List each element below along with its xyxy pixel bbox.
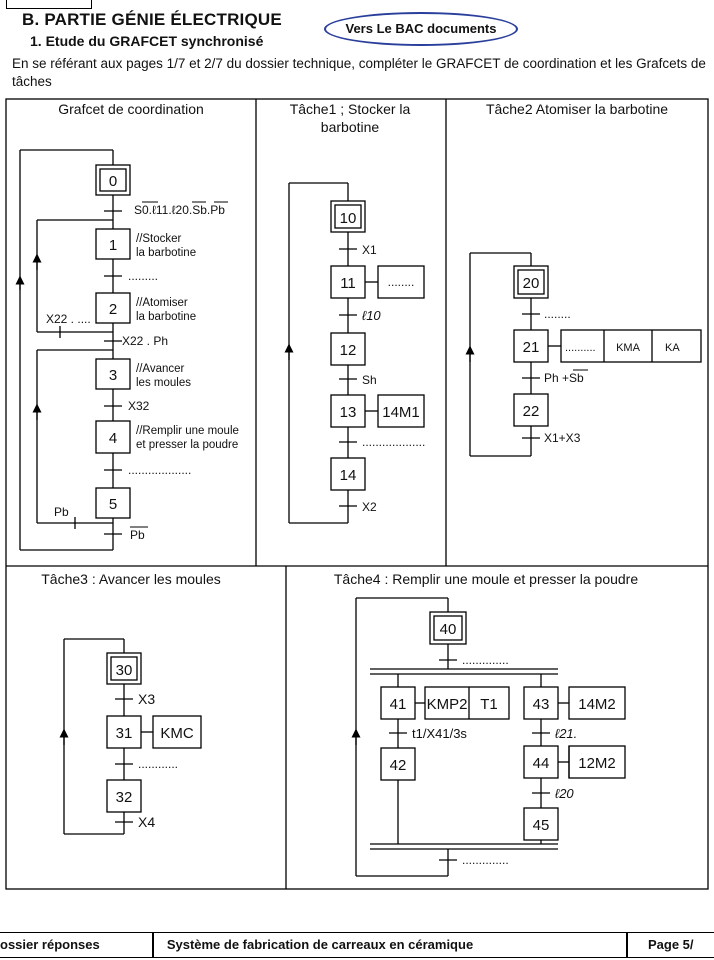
transition-label: ......... bbox=[128, 269, 158, 283]
step-label: 13 bbox=[340, 404, 357, 421]
footer-system-name: Système de fabrication de carreaux en cé… bbox=[166, 937, 474, 952]
source-badge: Vers Le BAC documents bbox=[324, 12, 518, 46]
transition-label: X2 bbox=[362, 500, 377, 514]
footer-doc-name: ossier réponses bbox=[0, 937, 100, 952]
action-label: //Atomiser bbox=[136, 297, 188, 309]
step-label: 41 bbox=[390, 696, 407, 713]
task3-grafcet bbox=[59, 638, 202, 835]
transition-label: X4 bbox=[138, 814, 155, 830]
step-label: 3 bbox=[109, 367, 117, 384]
transition-label: Sh bbox=[362, 373, 377, 387]
action-label: ........ bbox=[388, 275, 415, 289]
transition-label: X1+X3 bbox=[544, 431, 581, 445]
action-label: KMP2 bbox=[427, 696, 468, 713]
transition-label: t1/X41/3s bbox=[412, 726, 467, 741]
action-label: //Stocker bbox=[136, 233, 182, 245]
step-label: 43 bbox=[533, 696, 550, 713]
action-label: la barbotine bbox=[136, 247, 196, 259]
footer-page-number: Page 5/ bbox=[648, 937, 694, 952]
action-label: //Avancer bbox=[136, 363, 185, 375]
top-corner-box bbox=[6, 0, 92, 9]
coordination-title: Grafcet de coordination bbox=[58, 101, 204, 117]
page-footer: ossier réponses Système de fabrication d… bbox=[0, 932, 714, 958]
task1-title-line1: Tâche1 ; Stocker la bbox=[290, 101, 411, 117]
transition-label: .............. bbox=[462, 853, 509, 867]
transition-label: Ph +Sb bbox=[544, 371, 584, 385]
action-label: KA bbox=[665, 342, 680, 354]
transition-label: S0.ℓ11.ℓ20.Sb.Pb bbox=[134, 203, 225, 217]
action-label: .......... bbox=[565, 342, 596, 354]
step-label: 11 bbox=[340, 275, 356, 292]
step-label: 0 bbox=[109, 173, 117, 190]
instruction-text: En se référant aux pages 1/7 et 2/7 du d… bbox=[12, 56, 706, 89]
step-label: 44 bbox=[533, 755, 550, 772]
task2-title: Tâche2 Atomiser la barbotine bbox=[486, 101, 668, 117]
panels-frame bbox=[5, 98, 709, 890]
transition-label: ................... bbox=[362, 435, 425, 449]
step-label: 14 bbox=[340, 467, 357, 484]
step-label: 12 bbox=[340, 342, 357, 359]
action-label: KMC bbox=[160, 725, 194, 742]
transition-label: ........ bbox=[544, 307, 571, 321]
transition-label: X1 bbox=[362, 243, 377, 257]
action-label: //Remplir une moule bbox=[136, 425, 239, 437]
action-label: les moules bbox=[136, 377, 191, 389]
action-label: 14M1 bbox=[382, 404, 420, 421]
transition-label: ................... bbox=[128, 463, 191, 477]
action-label: 12M2 bbox=[578, 755, 616, 772]
subsection-title: 1. Etude du GRAFCET synchronisé bbox=[30, 33, 264, 49]
step-label: 31 bbox=[116, 725, 133, 742]
task1-grafcet bbox=[284, 182, 425, 524]
action-label: la barbotine bbox=[136, 311, 196, 323]
step-label: 5 bbox=[109, 496, 117, 513]
step-label: 20 bbox=[523, 275, 540, 292]
transition-label: ℓ21. bbox=[555, 726, 577, 741]
section-title: B. PARTIE GÉNIE ÉLECTRIQUE bbox=[22, 10, 282, 29]
task4-grafcet bbox=[351, 597, 626, 877]
step-label: 2 bbox=[109, 301, 117, 318]
transition-label: X22 . .... bbox=[46, 312, 91, 326]
step-label: 1 bbox=[109, 237, 117, 254]
action-label: 14M2 bbox=[578, 696, 616, 713]
transition-label: Pb bbox=[54, 505, 69, 519]
step-label: 32 bbox=[116, 789, 133, 806]
transition-label: X3 bbox=[138, 691, 155, 707]
step-label: 40 bbox=[440, 621, 457, 638]
action-label: et presser la poudre bbox=[136, 439, 238, 451]
action-label: KMA bbox=[616, 342, 641, 354]
step-label: 22 bbox=[523, 403, 540, 420]
task2-grafcet bbox=[465, 252, 702, 457]
transition-label: ℓ20 bbox=[555, 786, 574, 801]
transition-label: .............. bbox=[462, 653, 509, 667]
step-label: 10 bbox=[340, 210, 357, 227]
transition-label: X22 . Ph bbox=[122, 334, 168, 348]
transition-label: Pb bbox=[130, 528, 145, 542]
step-label: 45 bbox=[533, 817, 550, 834]
transition-label: ............ bbox=[138, 757, 178, 771]
coordination-grafcet bbox=[15, 149, 131, 551]
step-label: 4 bbox=[109, 430, 117, 447]
action-label: T1 bbox=[480, 696, 498, 713]
step-label: 42 bbox=[390, 757, 407, 774]
task1-title-line2: barbotine bbox=[321, 119, 380, 135]
task3-title: Tâche3 : Avancer les moules bbox=[41, 571, 221, 587]
task4-title: Tâche4 : Remplir une moule et presser la… bbox=[334, 571, 638, 587]
step-label: 21 bbox=[523, 339, 540, 356]
step-label: 30 bbox=[116, 662, 133, 679]
transition-label: X32 bbox=[128, 399, 150, 413]
transition-label: ℓ10 bbox=[362, 308, 381, 323]
